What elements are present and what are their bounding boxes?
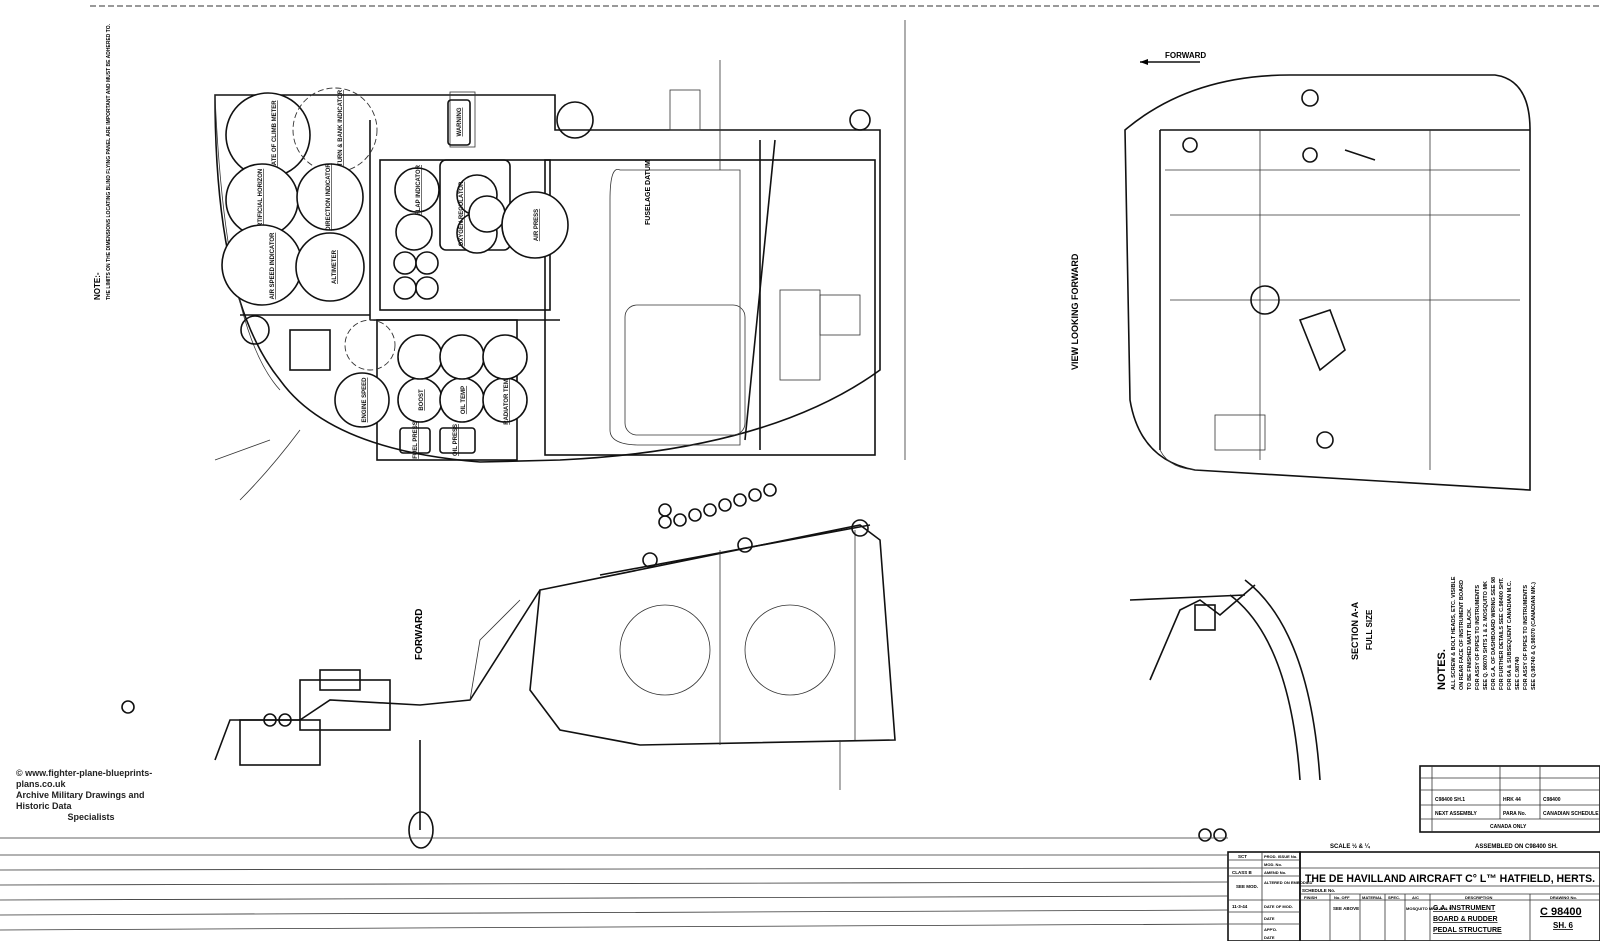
no-off-value: SEE ABOVE	[1333, 906, 1359, 911]
note-item: TO BE FINISHED MATT BLACK.	[1467, 607, 1473, 690]
rev-cell: NEXT ASSEMBLY	[1435, 811, 1478, 817]
section-a-a: SECTION A-A FULL SIZE	[1129, 579, 1374, 781]
oxygen-regulator-label: OXYGEN REGULATOR	[459, 181, 465, 246]
note-item: ALL SCREW & BOLT HEADS, ETC. VISIBLE	[1451, 576, 1457, 690]
radiator-temp-label: RADIATOR TEMP	[504, 375, 510, 424]
col-header: DRAWING No.	[1550, 895, 1577, 900]
rate-of-climb-label: RATE OF CLIMB METER	[272, 100, 278, 170]
note-item: FOR 6A & SUBSEQUENT CANADIAN M.C.	[1507, 580, 1513, 690]
col-header: DESCRIPTION	[1465, 895, 1492, 900]
watermark-line: © www.fighter-plane-blueprints-plans.co.…	[16, 768, 153, 789]
direction-indicator-gauge	[296, 163, 364, 231]
left-cell: SEE MOD.	[1236, 884, 1258, 889]
aircraft-value: MOSQUITO MKS. IV & V	[1406, 906, 1452, 911]
air-press-gauge	[501, 191, 569, 259]
fuel-press-label: FUEL PRESS	[413, 421, 419, 459]
rev-cell: PARA No.	[1503, 811, 1527, 817]
rev-cell: HRK 44	[1503, 797, 1521, 803]
left-note-title: NOTE:-	[93, 272, 102, 300]
col-header: No. OFF	[1334, 895, 1350, 900]
section-a-a-label: SECTION A-A	[1350, 601, 1360, 660]
scale-label: SCALE ½ & ¼	[1330, 843, 1371, 850]
turn-bank-label: TURN & BANK INDICATOR	[338, 89, 344, 166]
note-item: SEE Q. 98070 SHTS 1 & 2. MOSQUITO MK	[1483, 581, 1489, 690]
engine-speed-label: ENGINE SPEED	[362, 377, 368, 423]
oil-press-label: OIL PRESS	[453, 424, 459, 456]
note-item: FOR G.A. OF DASHBOARD WIRING SEE 98	[1491, 577, 1497, 690]
mid-cell: AMEND No.	[1264, 870, 1286, 875]
mid-cell: MOD. No.	[1264, 862, 1282, 867]
drawing-number: C 98400	[1540, 906, 1582, 918]
mid-cell: DATE	[1264, 916, 1275, 921]
note-item: FOR ASSY OF PIPES TO INSTRUMENTS	[1475, 585, 1481, 690]
full-size-label: FULL SIZE	[1365, 609, 1374, 650]
engine-speed-gauge	[334, 372, 390, 428]
notes-block: NOTES. ALL SCREW & BOLT HEADS, ETC. VISI…	[1436, 576, 1537, 690]
left-cell: CLASS B	[1232, 870, 1253, 875]
small-gauge	[395, 213, 433, 251]
oil-temp-label: OIL TEMP	[461, 386, 467, 414]
flap-indicator-gauge	[394, 167, 440, 213]
flap-indicator-label: FLAP INDICATOR	[416, 164, 422, 215]
mid-cell: APP'D.	[1264, 927, 1277, 932]
left-cell: 11-3-44	[1232, 904, 1248, 909]
col-header: SPEC.	[1388, 895, 1400, 900]
col-header: MATERIAL	[1362, 895, 1383, 900]
view-looking-forward: FORWARD VIEW LOOKING FORWARD	[1070, 51, 1531, 491]
schedule-label: SCHEDULE No.	[1302, 888, 1335, 893]
gauges: RATE OF CLIMB METER TURN & BANK INDICATO…	[221, 87, 569, 459]
mid-cell: PROD. ISSUE No.	[1264, 854, 1297, 859]
col-header: FINISH	[1304, 895, 1317, 900]
col-header: A/C	[1412, 895, 1419, 900]
fuselage-datum-label: FUSELAGE DATUM	[645, 160, 652, 225]
rev-cell: C98400 SH.1	[1435, 797, 1465, 803]
forward-label-left: FORWARD	[414, 609, 425, 660]
direction-indicator-label: DIRECTION INDICATOR	[326, 163, 332, 231]
watermark-line: Archive Military Drawings and Historic D…	[16, 790, 145, 811]
air-speed-label: AIR SPEED INDICATOR	[270, 232, 276, 299]
mid-cell: DATE OF MOD.	[1264, 904, 1293, 909]
left-cell: SCT	[1238, 854, 1247, 859]
mid-cell: DATE	[1264, 935, 1275, 940]
company-name: THE DE HAVILLAND AIRCRAFT C° L™ HATFIELD…	[1305, 873, 1595, 885]
view-looking-forward-label: VIEW LOOKING FORWARD	[1070, 253, 1080, 370]
rev-cell: C98400	[1543, 797, 1561, 803]
description-line: BOARD & RUDDER	[1433, 916, 1498, 923]
boost-label: BOOST	[419, 389, 425, 411]
engine-speed-dashed-gauge	[344, 319, 396, 371]
left-note-body: THE LIMITS ON THE DIMENSIONS LOCATING BL…	[106, 23, 112, 300]
altimeter-label: ALTIMETER	[332, 249, 338, 284]
sheet-number: SH. 6	[1553, 921, 1574, 930]
forward-label-top: FORWARD	[1165, 51, 1206, 60]
note-item: SEE Q.98740 & Q.98070 (CANADIAN MK.)	[1531, 582, 1537, 690]
rev-cell: CANADIAN SCHEDULE	[1543, 811, 1599, 817]
watermark-line: Specialists	[67, 812, 115, 822]
title-block: C98400 SH.1 HRK 44 C98400 NEXT ASSEMBLY …	[0, 765, 1600, 941]
watermark: © www.fighter-plane-blueprints-plans.co.…	[16, 768, 166, 823]
air-speed-gauge	[221, 224, 303, 306]
note-item: ON REAR FACE OF INSTRUMENT BOARD	[1459, 580, 1465, 690]
note-item: FOR FURTHER DETAILS SEE C.98400 SHT.	[1499, 577, 1505, 690]
canada-only: CANADA ONLY	[1490, 824, 1527, 830]
note-item: SEE C.98740	[1515, 657, 1521, 690]
mid-cell: ALTERED ON EMBODIED	[1264, 880, 1312, 885]
assembled-on-label: ASSEMBLED ON C98400 SH.	[1475, 844, 1558, 850]
rudder-pedal-structure: FORWARD	[214, 439, 896, 849]
air-press-label: AIR PRESS	[534, 209, 540, 241]
note-item: FOR ASSY OF PIPES TO INSTRUMENTS	[1523, 585, 1529, 690]
description-line: PEDAL STRUCTURE	[1433, 927, 1502, 934]
description-line: G.A. INSTRUMENT	[1433, 905, 1496, 912]
callout-bubbles	[121, 483, 1227, 842]
warning-label: WARNING	[457, 107, 463, 136]
notes-title: NOTES.	[1436, 649, 1448, 690]
altimeter-gauge	[295, 232, 365, 302]
artificial-horizon-label: ARTIFICIAL HORIZON	[258, 169, 264, 232]
